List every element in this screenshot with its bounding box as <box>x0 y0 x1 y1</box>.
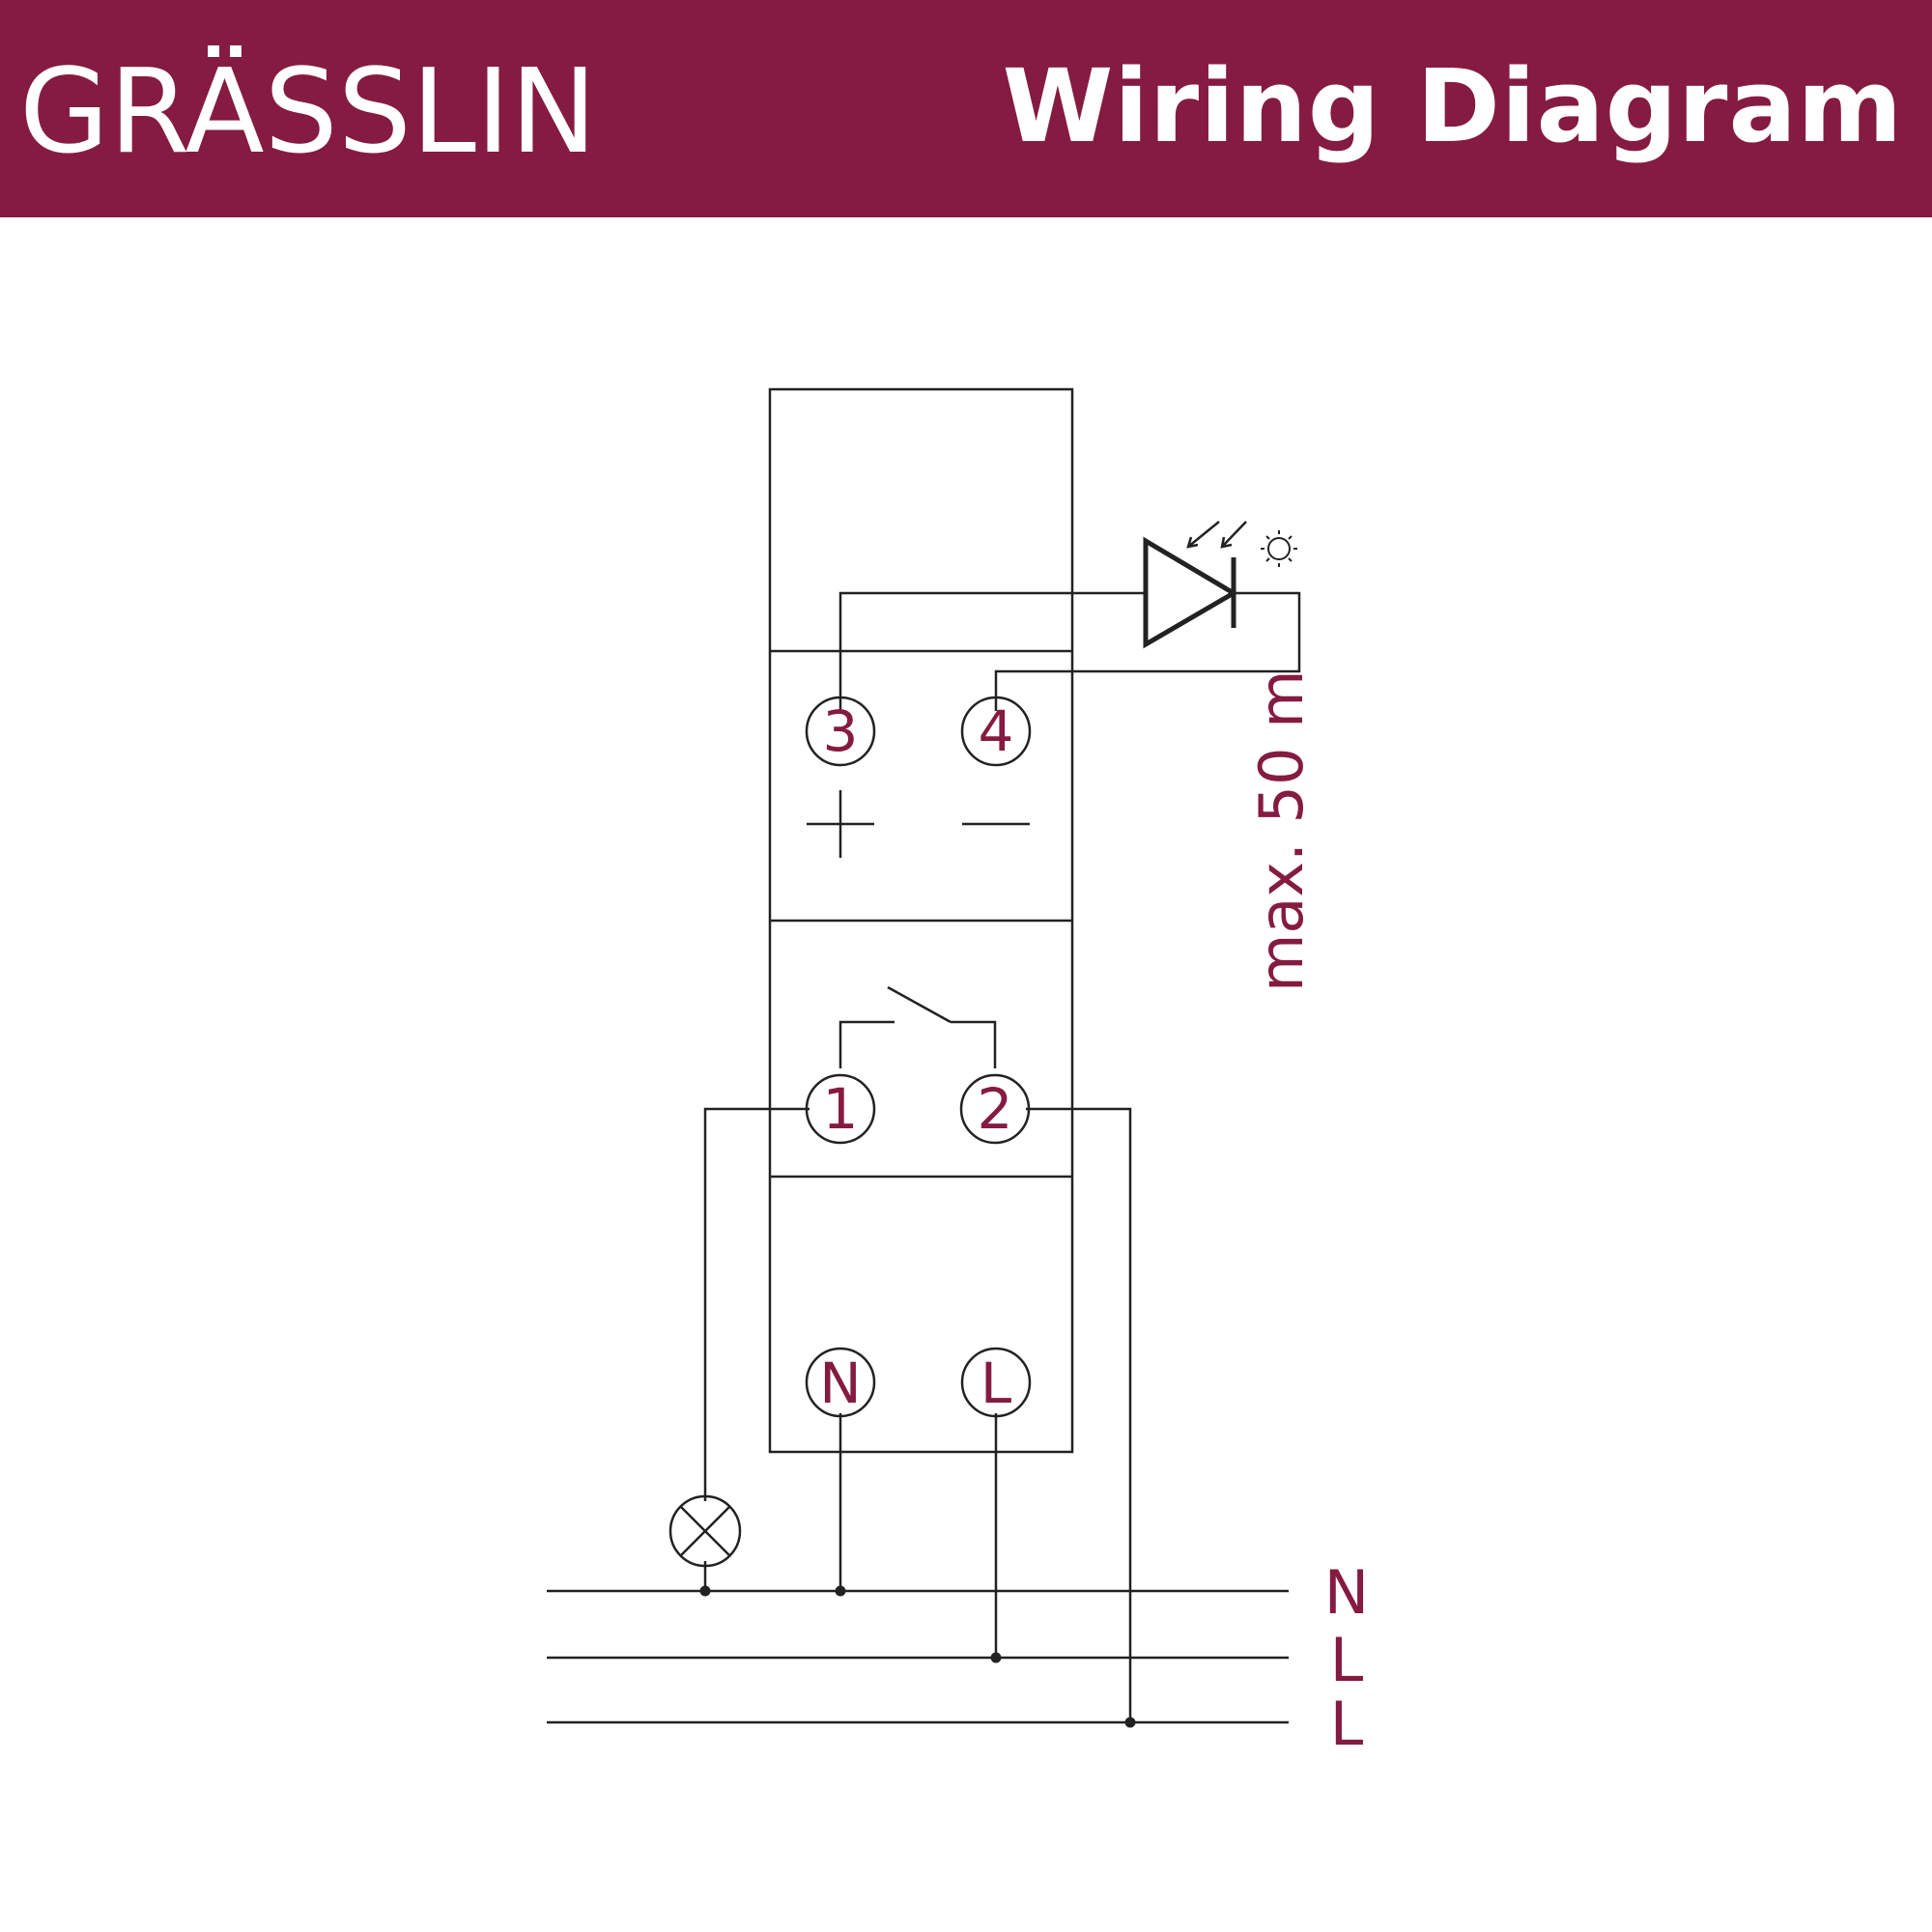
light-arrows-icon <box>1186 521 1247 549</box>
terminal-3-label: 3 <box>823 698 859 764</box>
wire-t1-lamp <box>703 1107 810 1501</box>
junction-dot <box>835 1585 846 1597</box>
lamp-icon <box>668 1494 742 1568</box>
terminal-2-label: 2 <box>978 1076 1013 1142</box>
cable-length-label: max. 50 m <box>1246 670 1317 993</box>
bus-label-l1: L <box>1330 1625 1364 1695</box>
terminal-l-circle <box>960 1347 1032 1418</box>
contact-right <box>951 1020 997 1068</box>
terminal-1-label: 1 <box>823 1076 859 1142</box>
page-title: Wiring Diagram <box>1002 47 1903 165</box>
terminal-n-label: N <box>819 1350 861 1416</box>
sun-icon <box>1261 530 1297 567</box>
junction-dot <box>699 1585 711 1597</box>
grasslin-logo: GRÄSSLIN <box>19 45 597 169</box>
bus-label-n: N <box>1324 1557 1369 1628</box>
logo-text: GRÄSSLIN <box>19 45 597 169</box>
terminal-1-circle <box>805 1073 876 1145</box>
terminal-4-circle <box>960 696 1032 767</box>
junction-dot <box>990 1652 1002 1663</box>
terminal-n-circle <box>805 1347 876 1418</box>
contact-blade <box>887 985 952 1024</box>
terminal-l-label: L <box>980 1350 1011 1416</box>
contact-left <box>838 1020 895 1068</box>
bus-label-l2: L <box>1330 1689 1364 1759</box>
light-sensor-icon <box>1143 521 1297 649</box>
wire-t2-l2 <box>1026 1107 1132 1722</box>
photodiode-triangle <box>1143 536 1238 649</box>
lamp-cross <box>680 1506 730 1556</box>
wire-t4-sensor <box>994 591 1301 711</box>
junction-dot <box>1124 1717 1136 1728</box>
terminal-2-circle <box>959 1073 1031 1145</box>
header-bar: GRÄSSLIN Wiring Diagram <box>0 0 1932 217</box>
terminal-4-label: 4 <box>979 698 1014 764</box>
wire-t3-sensor <box>838 591 1146 711</box>
terminal-3-circle <box>805 696 876 767</box>
